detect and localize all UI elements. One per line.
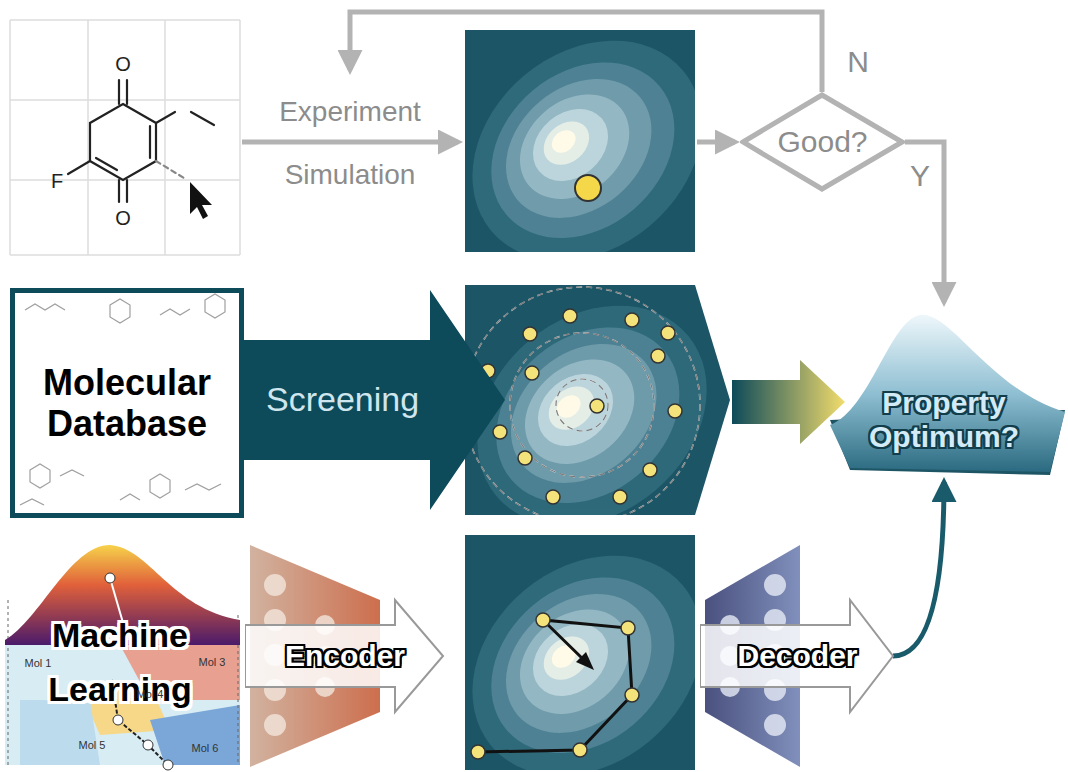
flow-arrow — [893, 482, 944, 656]
molecule-tag: Mol 5 — [79, 739, 106, 751]
molecule-tag: Mol 3 — [199, 656, 226, 668]
branch-label: Y — [910, 159, 930, 193]
decision-diamond: Good? — [740, 92, 905, 192]
database-box: Molecular Database — [10, 288, 244, 518]
arrow-label: Simulation — [285, 159, 416, 191]
node-text: Property Optimum? — [839, 386, 1049, 455]
molecule-tag: Mol 4 — [137, 688, 164, 700]
node-text: Encoder — [285, 639, 405, 674]
screening-arrow: Screening — [240, 290, 505, 510]
node-text: Good? — [777, 125, 867, 160]
property-optimum-peak: Property Optimum? — [820, 300, 1068, 480]
node-text: Molecular Database — [20, 362, 234, 445]
molecule-tag: Mol 6 — [192, 742, 219, 754]
atom-label: O — [115, 207, 131, 230]
decoder-block: Decoder — [700, 545, 895, 767]
flow-arrow — [905, 142, 944, 302]
encoder-block: Encoder — [245, 545, 445, 767]
arrow-label: Experiment — [279, 96, 421, 128]
node-text: Decoder — [737, 639, 857, 674]
atom-label: F — [51, 170, 63, 193]
molecule-tag: Mol 1 — [25, 657, 52, 669]
atom-label: O — [115, 53, 131, 76]
node-text: Screening — [266, 380, 419, 419]
branch-label: N — [847, 45, 869, 79]
